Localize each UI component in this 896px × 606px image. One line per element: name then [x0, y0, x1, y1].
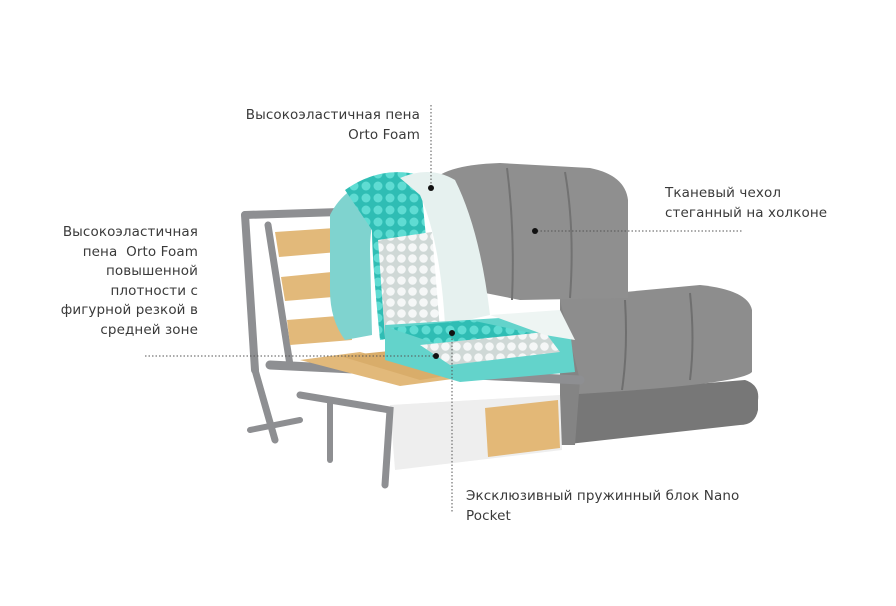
- label-line: повышенной: [105, 263, 198, 279]
- label-line: Orto Foam: [348, 126, 420, 143]
- label-line: стеганный на холконе: [665, 204, 828, 221]
- marker-dot: [532, 228, 538, 234]
- label-line: Тканевый чехол: [665, 185, 782, 201]
- label-line: Эксклюзивный пружинный блок Nano: [466, 488, 740, 504]
- label-fabric: Тканевый чехол стеганный на холконе: [665, 184, 895, 223]
- wooden-slats: [275, 228, 470, 386]
- drawer: [390, 395, 562, 470]
- label-left-foam: Высокоэластичная пена Orto Foam повышенн…: [20, 223, 198, 340]
- marker-dot: [433, 353, 439, 359]
- label-spring-block: Эксклюзивный пружинный блок Nano Pocket: [466, 487, 786, 526]
- label-top-foam: Высокоэластичная пена Orto Foam: [215, 106, 420, 145]
- label-line: средней зоне: [100, 321, 198, 338]
- label-line: Pocket: [466, 507, 511, 524]
- label-line: плотности с: [110, 282, 198, 299]
- label-line: Высокоэластичная пена: [245, 107, 420, 123]
- marker-dot: [449, 330, 455, 336]
- label-line: Высокоэластичная: [62, 224, 198, 240]
- leader-lines: [145, 105, 743, 512]
- marker-dot: [428, 185, 434, 191]
- label-line: пена Orto Foam: [82, 243, 198, 260]
- label-line: фигурной резкой в: [60, 302, 198, 318]
- foam-layers: [330, 171, 575, 382]
